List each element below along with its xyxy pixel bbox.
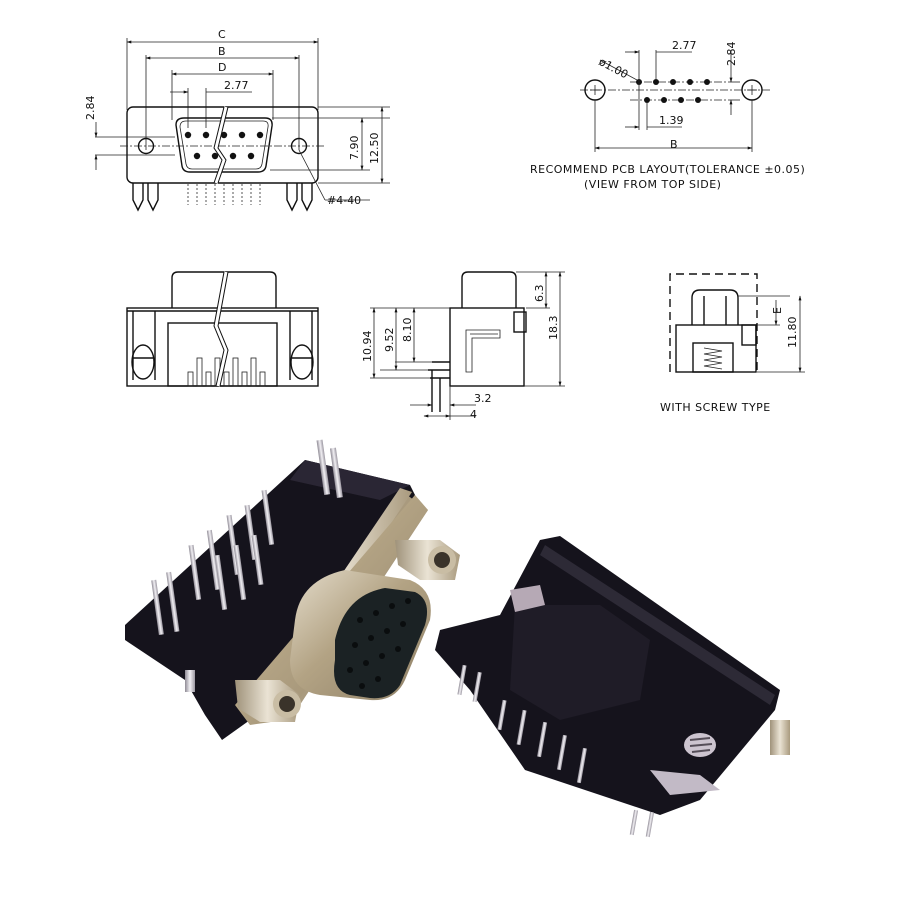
side-view-drawing: 10.94 9.52 8.10 6.3 18.3 3.2 4 [361, 271, 565, 421]
pcb-row-label: 2.84 [725, 42, 738, 67]
connector-photo-front [125, 439, 460, 740]
dim-e-label: E [771, 307, 784, 314]
bottom-view-drawing [126, 271, 319, 387]
dim-d-label: D [218, 61, 226, 74]
dim-1094-label: 10.94 [361, 331, 374, 363]
dim-b-label: B [218, 45, 226, 58]
pcb-caption-line2: (VIEW FROM TOP SIDE) [584, 178, 721, 191]
screw-type-drawing: E 11.80 WITH SCREW TYPE [660, 273, 805, 414]
dim-1180-label: 11.80 [786, 317, 799, 349]
dim-952-label: 9.52 [383, 328, 396, 353]
pcb-pitch-label: 2.77 [672, 39, 697, 52]
pcb-layout-drawing: 2.77 ø1.00 1.39 2.84 B RECOMMEND PCB LAY… [530, 39, 805, 191]
dim-pitch-label: 2.77 [224, 79, 249, 92]
screw-caption: WITH SCREW TYPE [660, 401, 771, 414]
dim-row-label: 2.84 [84, 96, 97, 121]
dim-32-label: 3.2 [474, 392, 492, 405]
pcb-offset-label: 1.39 [659, 114, 684, 127]
pcb-hole-label: ø1.00 [597, 55, 631, 81]
dim-1250-label: 12.50 [368, 133, 381, 165]
dim-c-label: C [218, 28, 226, 41]
dim-810-label: 8.10 [401, 318, 414, 343]
pcb-b-label: B [670, 138, 678, 151]
front-view-drawing: C B D 2.77 2.84 7.90 12 [84, 28, 390, 212]
dim-790-label: 7.90 [348, 136, 361, 161]
dim-183-label: 18.3 [547, 316, 560, 341]
screw-thread-label: #4-40 [327, 194, 361, 207]
dim-63-label: 6.3 [533, 285, 546, 303]
connector-photo-rear [435, 536, 790, 838]
pcb-caption-line1: RECOMMEND PCB LAYOUT(TOLERANCE ±0.05) [530, 163, 805, 176]
dim-4-label: 4 [470, 408, 477, 421]
